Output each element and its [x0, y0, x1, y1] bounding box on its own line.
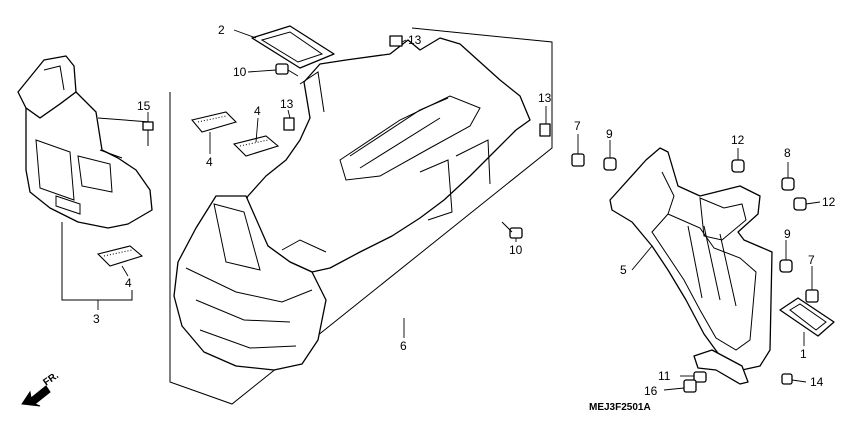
callout-12-upper: 12	[731, 133, 745, 147]
clip-part-13-mid	[283, 117, 295, 131]
callout-13-top: 13	[408, 33, 422, 47]
callout-4-upper-left: 4	[206, 155, 213, 169]
bolt-part-7-upper	[571, 153, 585, 167]
nut-part-11	[693, 371, 707, 383]
nut-part-12-upper	[731, 159, 745, 173]
callout-3: 3	[93, 312, 100, 326]
diagram-code: MEJ3F2501A	[589, 402, 651, 413]
callout-8: 8	[784, 146, 791, 160]
reflector-part-1	[779, 297, 835, 337]
callout-9-upper: 9	[606, 127, 613, 141]
callout-16: 16	[644, 384, 658, 398]
splash-guard-part-5	[609, 147, 773, 371]
front-label: FR.	[41, 370, 61, 388]
group-frame-rear-fender	[169, 27, 553, 405]
callout-13-mid: 13	[280, 97, 294, 111]
callout-10-lower: 10	[509, 243, 523, 257]
callout-labels: 2 10 13 15 4 4 13 13 10 4 3 6 7 9 12 8 1…	[93, 23, 836, 398]
callout-10-upper: 10	[233, 65, 247, 79]
callout-4-upper-right: 4	[254, 104, 261, 118]
callout-6: 6	[400, 339, 407, 353]
callout-5: 5	[620, 263, 627, 277]
leader-lines	[97, 29, 821, 391]
bolt-part-10-lower	[501, 221, 523, 239]
washer-part-9-lower	[779, 259, 793, 273]
callout-4-lower: 4	[125, 276, 132, 290]
callout-7-upper: 7	[574, 119, 581, 133]
bolt-part-10-upper	[275, 63, 299, 77]
callout-9-lower: 9	[784, 227, 791, 241]
callout-2: 2	[218, 23, 225, 37]
pad-part-4-a	[191, 111, 238, 133]
pad-part-4-c	[96, 245, 144, 267]
group-frame-cover-3	[61, 117, 151, 301]
callout-12-lower: 12	[822, 195, 836, 209]
clip-part-13-right	[539, 123, 551, 137]
callout-7-lower: 7	[808, 253, 815, 267]
callout-1: 1	[800, 347, 807, 361]
front-arrow-icon	[21, 385, 51, 407]
cover-part-3	[17, 55, 153, 229]
nut-part-8	[781, 177, 795, 191]
pad-part-4-b	[232, 135, 280, 157]
bolt-part-16	[683, 379, 697, 393]
callout-13-right: 13	[538, 91, 552, 105]
lower-bracket	[693, 349, 749, 385]
bolt-part-15	[142, 121, 154, 146]
clip-part-13-top	[389, 35, 403, 47]
screw-part-14	[781, 373, 793, 385]
callout-11: 11	[658, 369, 671, 383]
rear-fender-part-6	[173, 37, 531, 371]
nut-part-12-lower	[793, 197, 807, 211]
seal-part-2	[251, 25, 335, 69]
front-direction-marker: FR.	[21, 370, 61, 407]
bolt-part-7-lower	[805, 289, 819, 303]
callout-14: 14	[810, 375, 824, 389]
callout-15: 15	[137, 99, 151, 113]
washer-part-9-upper	[603, 157, 617, 171]
